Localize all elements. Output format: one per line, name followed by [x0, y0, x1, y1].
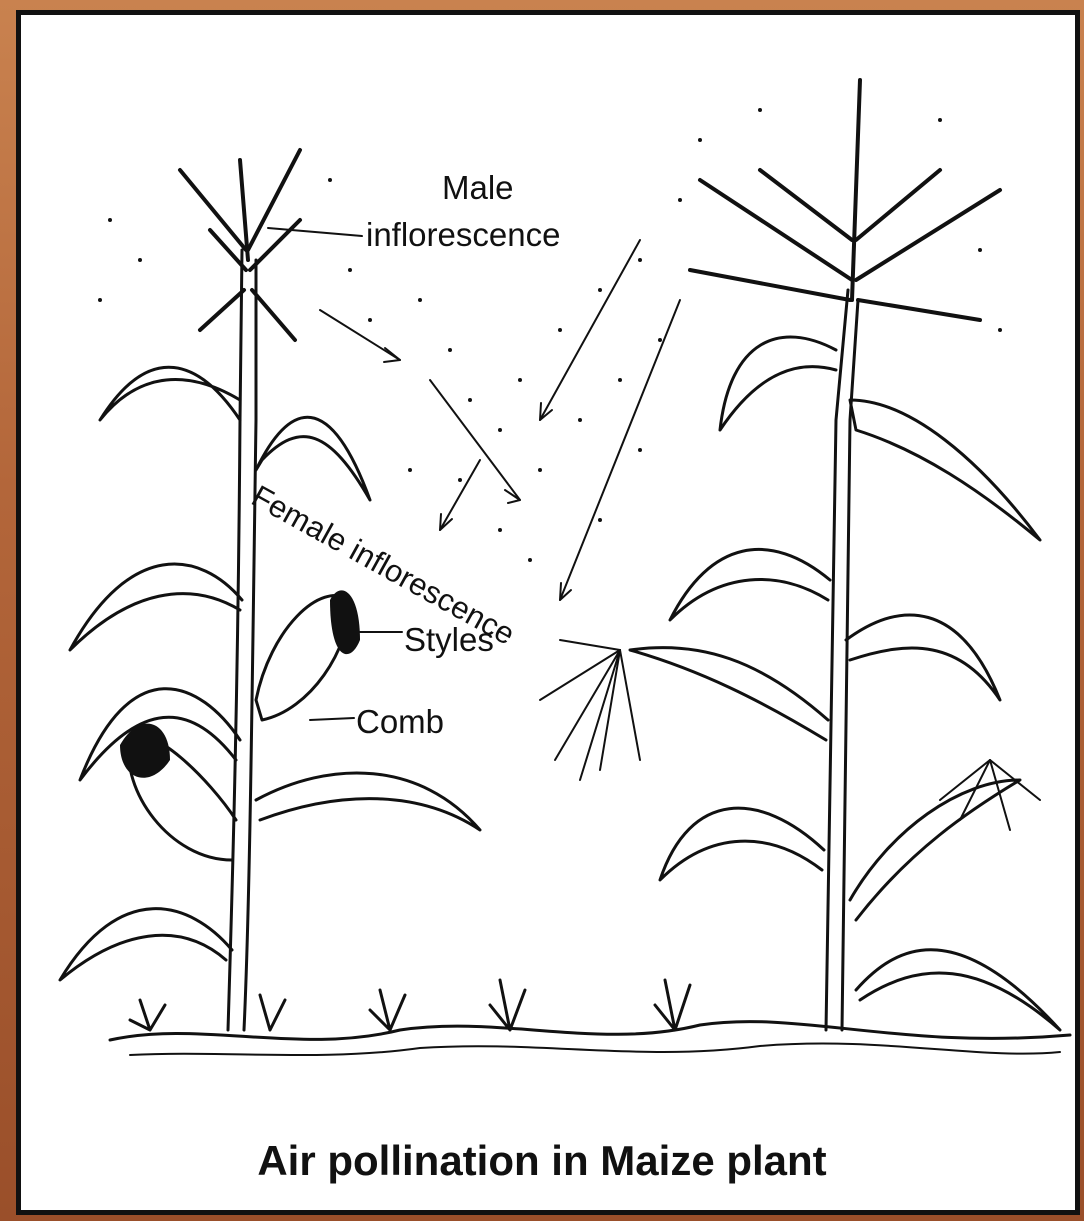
- left-leaf: [100, 367, 240, 420]
- left-leaf: [60, 909, 232, 980]
- left-leaf: [256, 773, 480, 830]
- seedling: [370, 990, 405, 1030]
- right-silks: [540, 640, 640, 780]
- comb-label: Comb: [356, 705, 444, 738]
- ground-line: [130, 1044, 1060, 1056]
- right-leaf: [670, 549, 830, 620]
- right-tassel: [690, 80, 1000, 320]
- ground-line: [110, 1022, 1070, 1040]
- right-leaf: [856, 950, 1060, 1030]
- comb-pointer-line: [310, 718, 354, 720]
- right-silks: [940, 760, 1040, 830]
- seedling: [490, 980, 525, 1030]
- left-stalk: [228, 250, 242, 1030]
- male-label-line1: Male: [442, 171, 514, 204]
- right-leaf: [846, 615, 1000, 700]
- right-leaf: [850, 400, 1040, 540]
- seedling: [655, 980, 690, 1030]
- left-stalk: [244, 260, 256, 1030]
- diagram-title: Air pollination in Maize plant: [0, 1137, 1084, 1185]
- seedling: [130, 1000, 165, 1030]
- ear-tips: [120, 590, 360, 777]
- pollen-grains: [98, 108, 1002, 562]
- right-leaf: [660, 808, 824, 880]
- male-pointer-line: [268, 228, 362, 236]
- seedling: [260, 995, 285, 1030]
- styles-label: Styles: [404, 623, 494, 656]
- male-label-line2: inflorescence: [366, 218, 560, 251]
- right-leaf: [720, 337, 836, 430]
- right-leaf: [630, 648, 828, 740]
- left-leaf: [70, 564, 242, 650]
- right-leaf: [850, 780, 1020, 920]
